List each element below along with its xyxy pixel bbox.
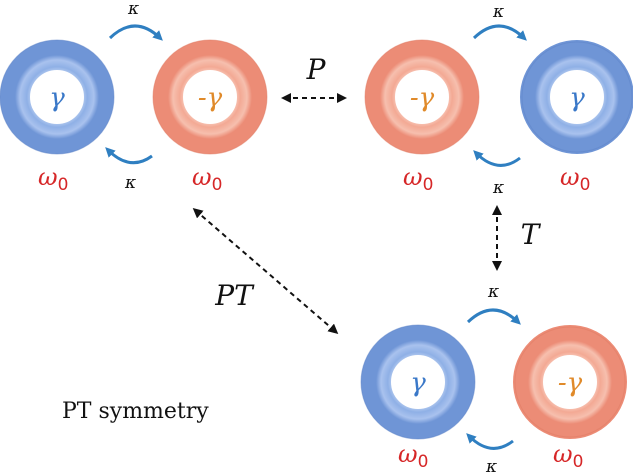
pair-top-right: -γ γ ω0 ω0 κ κ: [364, 2, 633, 198]
loss-label: -γ: [410, 83, 435, 113]
ring-loss: -γ: [152, 39, 268, 155]
coupling-label: κ: [485, 457, 497, 475]
parity-time-operation: PT: [192, 208, 339, 334]
parity-operation: P: [281, 53, 347, 103]
coupling-arrow: [466, 308, 521, 325]
frequency-label: ω0: [38, 163, 68, 195]
parity-time-label: PT: [214, 279, 255, 312]
parity-label: P: [306, 53, 327, 86]
gain-label: γ: [49, 83, 65, 113]
ring-gain: γ: [0, 39, 115, 155]
pair-bottom-right: γ -γ ω0 ω0 κ κ: [360, 282, 627, 475]
gain-label: γ: [569, 83, 585, 113]
frequency-label: ω0: [398, 440, 428, 472]
gain-label: γ: [410, 368, 426, 398]
figure-caption: PT symmetry: [62, 399, 209, 424]
coupling-label: κ: [492, 178, 504, 198]
coupling-arrow: [472, 24, 527, 41]
ring-gain: γ: [520, 40, 633, 154]
frequency-label: ω0: [560, 163, 590, 195]
coupling-arrow: [473, 150, 521, 167]
frequency-label: ω0: [192, 163, 222, 195]
coupling-arrow: [108, 24, 163, 41]
coupling-arrow: [466, 433, 514, 450]
ring-loss: -γ: [513, 325, 627, 439]
coupling-label: κ: [492, 2, 504, 22]
coupling-label: κ: [127, 0, 139, 19]
time-reversal-label: T: [521, 218, 542, 251]
ring-gain: γ: [360, 324, 476, 440]
frequency-label: ω0: [553, 440, 583, 472]
ring-loss: -γ: [364, 39, 480, 155]
loss-label: -γ: [198, 83, 223, 113]
time-reversal-operation: T: [492, 205, 542, 271]
frequency-label: ω0: [403, 163, 433, 195]
coupling-arrow: [105, 147, 153, 165]
loss-label: -γ: [558, 368, 583, 398]
coupling-label: κ: [124, 173, 136, 193]
parity-time-arrow: [192, 208, 339, 334]
coupling-label: κ: [487, 282, 499, 302]
pair-top-left: γ -γ ω0 ω0 κ κ: [0, 0, 268, 195]
